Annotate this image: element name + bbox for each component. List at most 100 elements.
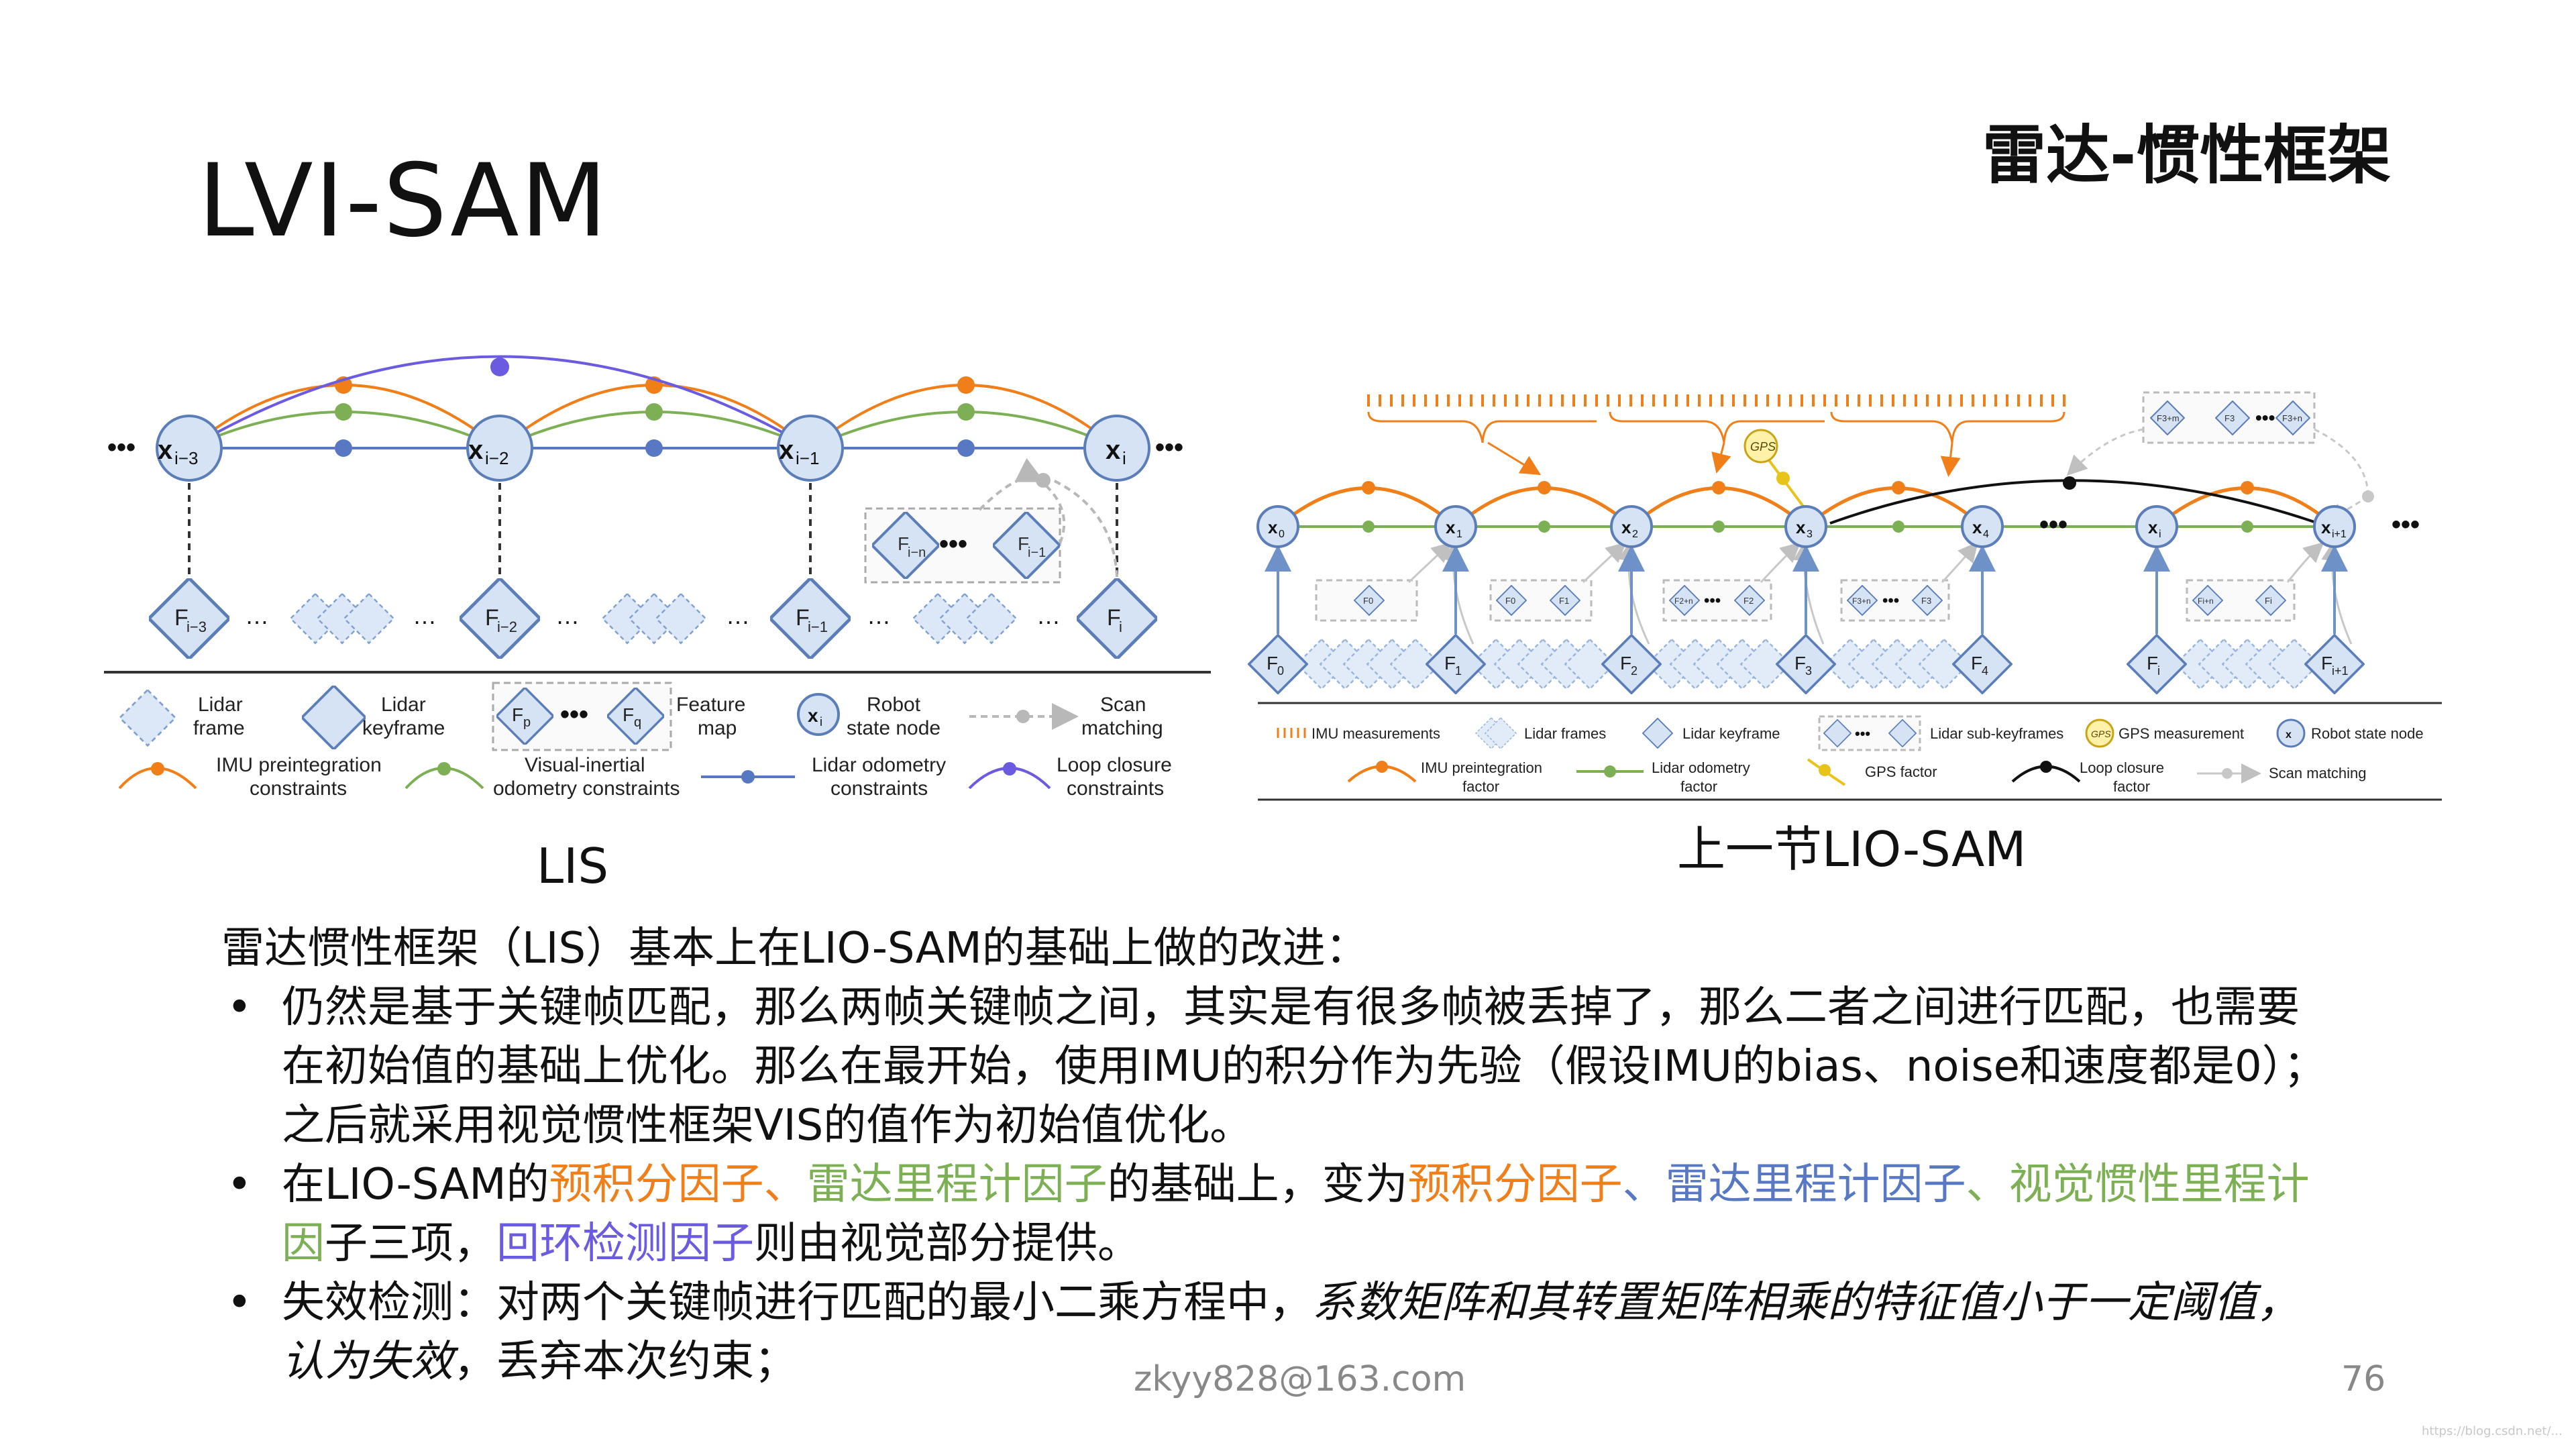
svg-text:…: … bbox=[867, 602, 891, 629]
svg-text:x: x bbox=[2286, 729, 2292, 741]
top-subkeyframes: ••• F3+m F3 F3+n bbox=[2142, 391, 2316, 444]
italic-condition: 系数矩阵和其转置矩阵相乘的特征值小于一定阈值，认为失效 bbox=[282, 1278, 2300, 1387]
svg-text:matching: matching bbox=[1081, 717, 1163, 739]
svg-text:i−2: i−2 bbox=[497, 619, 517, 635]
svg-text:IMU measurements: IMU measurements bbox=[1311, 725, 1440, 742]
svg-text:Lidar: Lidar bbox=[381, 694, 426, 716]
svg-text:0: 0 bbox=[1279, 529, 1285, 540]
svg-text:constraints: constraints bbox=[830, 777, 928, 800]
svg-text:x: x bbox=[2321, 517, 2331, 537]
svg-text:x: x bbox=[1972, 517, 1982, 537]
svg-text:x: x bbox=[1796, 517, 1806, 537]
lis-lidar-frames bbox=[290, 593, 1018, 644]
state-node-label: x bbox=[468, 435, 483, 465]
bullet-list: 仍然是基于关键帧匹配，那么两帧关键帧之间，其实是有很多帧被丢掉了，那么二者之间进… bbox=[221, 978, 2334, 1391]
svg-text:F2+n: F2+n bbox=[1674, 596, 1693, 606]
caption-lio-sam: 上一节LIO-SAM bbox=[1677, 821, 2027, 877]
state-node-label: x bbox=[1106, 435, 1120, 465]
highlight-vio-factor: 视觉惯性里程计因 bbox=[282, 1160, 2310, 1269]
svg-text:F: F bbox=[2147, 653, 2158, 674]
svg-text:i: i bbox=[820, 715, 822, 729]
keyframe-label: F bbox=[485, 605, 499, 631]
svg-text:2: 2 bbox=[1632, 529, 1638, 540]
bullet-item-2: 在LIO-SAM的预积分因子、雷达里程计因子的基础上，变为预积分因子、雷达里程计… bbox=[221, 1155, 2334, 1273]
lio-legend: IMU measurements Lidar frames Lidar keyf… bbox=[1277, 715, 2424, 751]
svg-text:F: F bbox=[1971, 653, 1982, 674]
svg-text:•••: ••• bbox=[107, 433, 136, 462]
intro-line: 雷达惯性框架（LIS）基本上在LIO-SAM的基础上做的改进： bbox=[221, 924, 1368, 973]
svg-text:i: i bbox=[1119, 619, 1122, 635]
imu-measurements bbox=[1367, 394, 2065, 407]
svg-text:3: 3 bbox=[1807, 529, 1813, 540]
svg-text:F: F bbox=[623, 704, 634, 725]
svg-text:Lidar sub-keyframes: Lidar sub-keyframes bbox=[1930, 725, 2063, 742]
svg-text:q: q bbox=[634, 715, 641, 730]
svg-text:Loop closure: Loop closure bbox=[2080, 759, 2164, 776]
svg-text:F: F bbox=[1620, 653, 1631, 674]
svg-text:Loop closure: Loop closure bbox=[1057, 754, 1172, 776]
page-number: 76 bbox=[2341, 1359, 2386, 1399]
state-node-label: x bbox=[158, 435, 172, 465]
keyframe-label: F bbox=[174, 605, 189, 631]
map-label-1: F bbox=[898, 533, 909, 554]
svg-text:IMU preintegration: IMU preintegration bbox=[216, 754, 382, 776]
highlight-imu-factor: 预积分因子 bbox=[1407, 1160, 1623, 1210]
bullet-item-3: 失效检测：对两个关键帧进行匹配的最小二乘方程中，系数矩阵和其转置矩阵相乘的特征值… bbox=[221, 1273, 2334, 1391]
svg-text:4: 4 bbox=[1982, 664, 1988, 678]
svg-text:GPS: GPS bbox=[1750, 440, 1776, 453]
svg-text:F: F bbox=[2321, 653, 2332, 674]
svg-text:x: x bbox=[1268, 517, 1278, 537]
svg-text:…: … bbox=[555, 602, 580, 629]
svg-text:F0: F0 bbox=[1363, 596, 1373, 606]
loop-closure-edge bbox=[188, 355, 812, 449]
svg-text:…: … bbox=[1036, 602, 1061, 629]
svg-text:…: … bbox=[726, 602, 750, 629]
svg-text:Robot: Robot bbox=[867, 694, 921, 716]
svg-text:•••: ••• bbox=[2392, 510, 2420, 539]
svg-text:F3: F3 bbox=[2224, 413, 2235, 423]
lio-state-nodes: x 0 x 1 x 2 x 3 x 4 x i x i+1 bbox=[1256, 505, 2356, 548]
svg-text:2: 2 bbox=[1631, 664, 1638, 678]
svg-text:Visual-inertial: Visual-inertial bbox=[525, 754, 645, 776]
bullet-item-1: 仍然是基于关键帧匹配，那么两帧关键帧之间，其实是有很多帧被丢掉了，那么二者之间进… bbox=[221, 978, 2334, 1155]
svg-text:Scan matching: Scan matching bbox=[2269, 765, 2367, 782]
map-label-2: F bbox=[1018, 533, 1029, 554]
svg-text:F: F bbox=[1267, 653, 1278, 674]
svg-text:Scan: Scan bbox=[1100, 694, 1146, 716]
svg-text:frame: frame bbox=[193, 717, 245, 739]
gps-factor: GPS bbox=[1743, 429, 1807, 511]
lis-state-nodes: x i−3 x i−2 x i−1 x i bbox=[156, 415, 1150, 482]
highlight-lidar-factor: 雷达里程计因子 bbox=[1665, 1160, 1966, 1210]
svg-text:F3+n: F3+n bbox=[2282, 413, 2302, 423]
lis-legend: Lidar frame Lidar keyframe F p ••• F q F… bbox=[119, 682, 1163, 751]
svg-text:0: 0 bbox=[1277, 664, 1284, 678]
highlight-loop-factor: 回环检测因子 bbox=[496, 1219, 754, 1269]
svg-text:i−1: i−1 bbox=[796, 448, 819, 468]
keyframe-label: F bbox=[1107, 605, 1121, 631]
keyframe-label: F bbox=[796, 605, 810, 631]
svg-text:x: x bbox=[1621, 517, 1631, 537]
svg-text:x: x bbox=[2148, 517, 2158, 537]
svg-text:Lidar frames: Lidar frames bbox=[1524, 725, 1606, 742]
loop-closure-factor bbox=[1829, 476, 2328, 528]
svg-text:factor: factor bbox=[1462, 778, 1499, 795]
feature-map: F i−n F i−1 ••• bbox=[864, 507, 1061, 584]
svg-text:state node: state node bbox=[847, 717, 941, 739]
svg-text:…: … bbox=[413, 602, 437, 629]
svg-text:i−1: i−1 bbox=[1028, 545, 1046, 560]
watermark: https://blog.csdn.net/... bbox=[2422, 1424, 2563, 1438]
svg-text:Feature: Feature bbox=[676, 694, 745, 716]
highlight-lidar-factor: 雷达里程计因子 bbox=[806, 1160, 1108, 1210]
svg-text:i−3: i−3 bbox=[174, 448, 198, 468]
svg-text:i+1: i+1 bbox=[2332, 664, 2349, 678]
svg-text:•••: ••• bbox=[1704, 592, 1721, 610]
svg-text:F3: F3 bbox=[1921, 596, 1931, 606]
body-text: 雷达惯性框架（LIS）基本上在LIO-SAM的基础上做的改进： 仍然是基于关键帧… bbox=[221, 919, 2334, 1391]
svg-text:Lidar odometry: Lidar odometry bbox=[1652, 759, 1750, 776]
svg-text:•••: ••• bbox=[2039, 510, 2068, 539]
svg-text:factor: factor bbox=[2113, 778, 2150, 795]
svg-text:1: 1 bbox=[1455, 664, 1462, 678]
svg-text:i: i bbox=[2159, 529, 2161, 540]
lidar-odometry-edges bbox=[188, 439, 1117, 457]
